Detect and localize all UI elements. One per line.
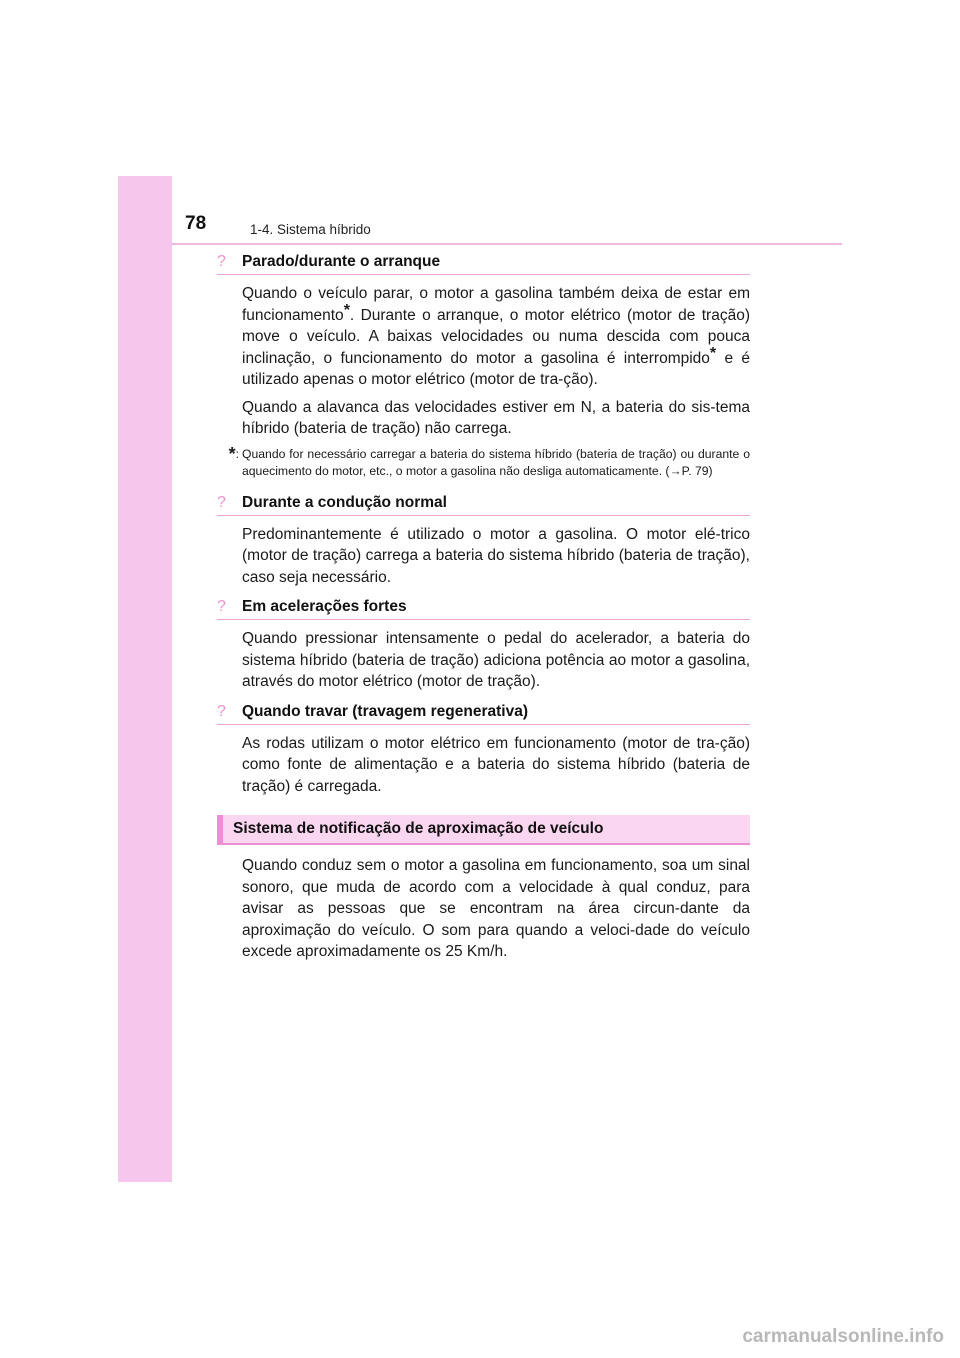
section-heading-text: Durante a condução normal: [242, 493, 447, 511]
paragraph-text: Quando a alavanca das velocidades estive…: [242, 398, 750, 438]
page-number: 78: [185, 213, 207, 234]
question-mark-icon: ?: [217, 253, 226, 270]
side-tab: [118, 176, 172, 1182]
paragraph: Predominantemente é utilizado o motor a …: [242, 524, 750, 589]
section-aceleracoes: ? Em acelerações fortes Quando pressiona…: [217, 598, 750, 693]
paragraph: Quando pressionar intensamente o pedal d…: [242, 628, 750, 693]
paragraph-text: e é utilizado apenas o motor elétrico (m…: [242, 349, 750, 389]
section-heading: ? Quando travar (travagem regenerativa): [217, 703, 750, 725]
header-rule: [172, 243, 842, 245]
question-mark-icon: ?: [217, 598, 226, 615]
notification-heading: Sistema de notificação de aproximação de…: [217, 815, 750, 845]
footnote-colon: :: [235, 446, 239, 461]
footnote: *: Quando for necessário carregar a bate…: [217, 443, 750, 480]
asterisk-mark: *: [343, 301, 350, 319]
section-parado: ? Parado/durante o arranque Quando o veí…: [217, 253, 750, 480]
footnote-mark: *:: [217, 443, 242, 480]
asterisk-mark: *: [709, 344, 717, 362]
section-travagem: ? Quando travar (travagem regenerativa) …: [217, 703, 750, 798]
section-title: 1-4. Sistema híbrido: [250, 222, 371, 237]
section-heading: ? Durante a condução normal: [217, 494, 750, 516]
paragraph-text: Predominantemente é utilizado o motor a …: [242, 525, 750, 586]
section-conducao-normal: ? Durante a condução normal Predominante…: [217, 494, 750, 589]
paragraph-text: As rodas utilizam o motor elétrico em fu…: [242, 734, 750, 795]
question-mark-icon: ?: [217, 493, 226, 511]
watermark: carmanualsonline.info: [742, 1326, 944, 1347]
paragraph-text: Quando o veículo parar, o motor a gasoli…: [242, 285, 750, 324]
paragraph: Quando o veículo parar, o motor a gasoli…: [242, 283, 750, 391]
section-heading-text: Parado/durante o arranque: [242, 253, 441, 270]
paragraph-text: . Durante o arranque, o motor elétrico (…: [242, 306, 750, 367]
paragraph-text: Quando pressionar intensamente o pedal d…: [242, 630, 750, 690]
paragraph: Quando a alavanca das velocidades estive…: [242, 397, 750, 440]
section-heading: ? Parado/durante o arranque: [217, 253, 750, 275]
paragraph: As rodas utilizam o motor elétrico em fu…: [242, 733, 750, 798]
section-heading-text: Em acelerações fortes: [242, 598, 407, 615]
footnote-text: Quando for necessário carregar a bateria…: [242, 446, 750, 478]
asterisk-mark: *: [228, 443, 236, 464]
section-heading-text: Quando travar (travagem regenerativa): [242, 702, 528, 720]
question-mark-icon: ?: [217, 702, 226, 720]
section-heading: ? Em acelerações fortes: [217, 598, 750, 620]
notification-paragraph: Quando conduz sem o motor a gasolina em …: [242, 857, 750, 960]
content: ? Parado/durante o arranque Quando o veí…: [217, 253, 750, 969]
